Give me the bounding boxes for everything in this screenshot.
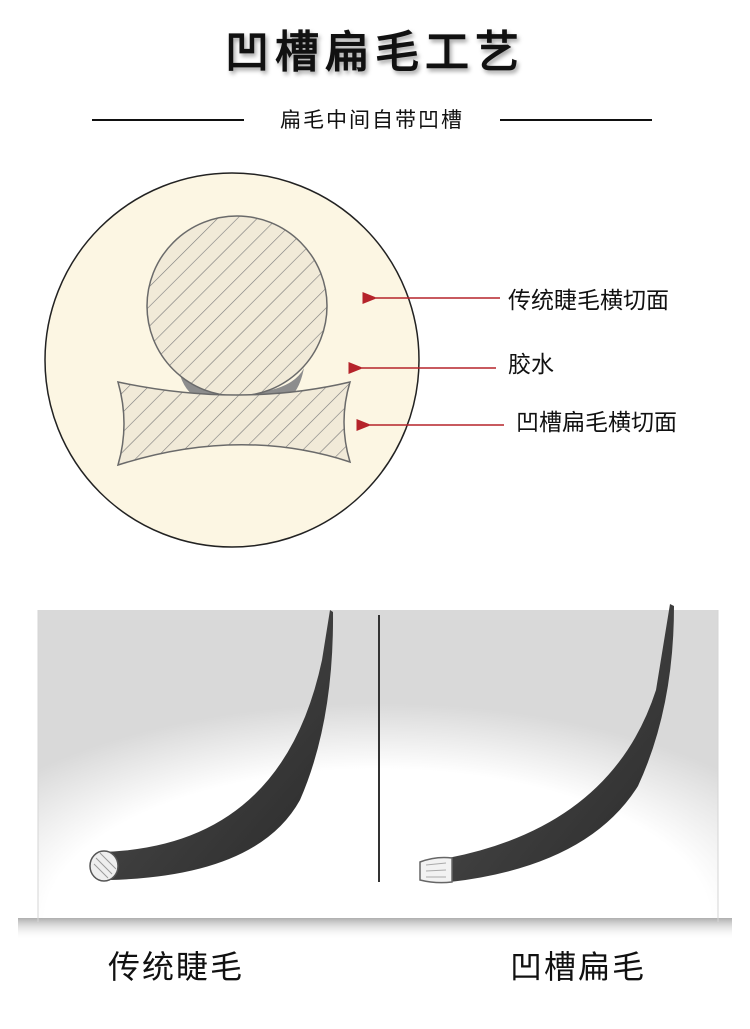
subtitle-rule-right [500, 119, 652, 121]
label-groove-cross-section: 凹槽扁毛横切面 [516, 410, 677, 436]
caption-groove: 凹槽扁毛 [510, 948, 647, 986]
subtitle: 扁毛中间自带凹槽 [280, 108, 464, 132]
groove-lash-icon [448, 604, 674, 882]
page-title: 凹槽扁毛工艺 [225, 27, 525, 78]
subtitle-row: 扁毛中间自带凹槽 [0, 104, 750, 136]
label-glue: 胶水 [508, 352, 554, 378]
flat-lash-cross-section-icon [116, 380, 352, 467]
label-traditional-cross-section: 传统睫毛横切面 [508, 288, 669, 314]
lash-cross-section-icon [146, 215, 328, 397]
subtitle-rule-left [92, 119, 244, 121]
traditional-lash-icon [100, 610, 334, 880]
caption-traditional: 传统睫毛 [108, 948, 245, 986]
panel-shadow [18, 918, 732, 940]
